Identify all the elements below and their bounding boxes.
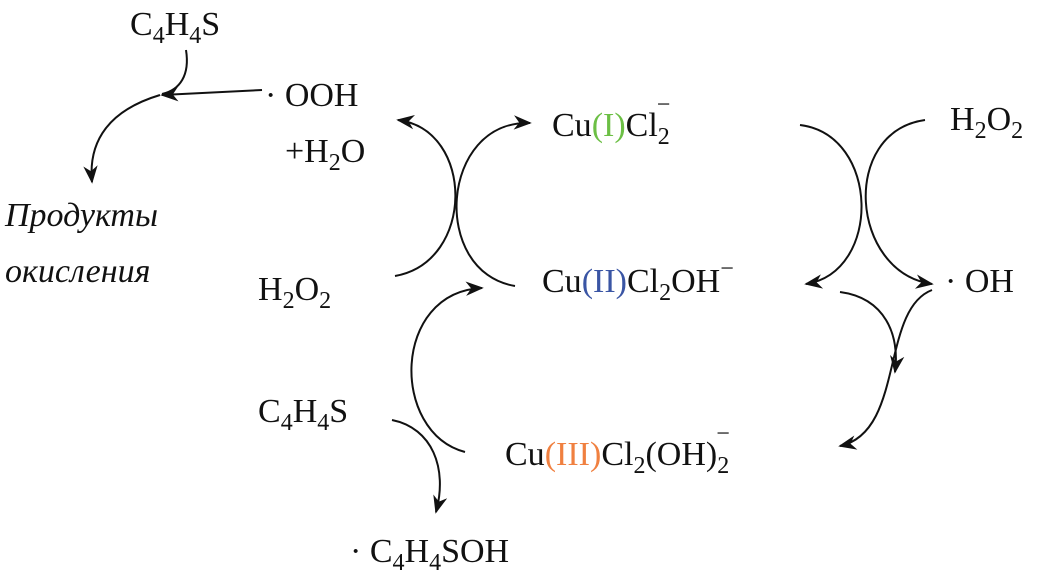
formula-part: 4 <box>281 410 293 436</box>
label-cu1-complex: Cu(I)Cl2 − <box>552 92 670 150</box>
formula-part: SOH <box>441 533 509 570</box>
formula-part: (II) <box>582 263 627 300</box>
formula-part: +H <box>285 133 329 170</box>
arrow-oh-to-cu3 <box>838 289 933 450</box>
formula-part: − <box>720 256 734 282</box>
formula-part: H <box>950 101 975 138</box>
formula-part: 2 <box>283 288 295 314</box>
arrow-h2o2-to-oh <box>864 119 934 289</box>
formula-part: · OH <box>945 263 1014 300</box>
formula-part: H <box>293 393 318 430</box>
formula-part: Cu <box>552 107 592 144</box>
formula-part: 4 <box>153 23 165 49</box>
label-h2o2-right: H2O2 <box>950 101 1023 144</box>
formula-part: − <box>716 421 730 447</box>
formula-part: Cl <box>601 436 633 473</box>
arrow-ooh-attack <box>160 86 263 102</box>
formula-part: C <box>130 6 153 43</box>
formula-part: O <box>341 133 366 170</box>
formula-part: 2 <box>975 118 987 144</box>
formula-part: H <box>405 533 430 570</box>
formula-part: · OOH <box>265 77 358 114</box>
formula-part: O <box>987 101 1012 138</box>
formula-part: 2 <box>717 453 729 479</box>
label-cu3-complex: Cu(III)Cl2(OH)2− <box>505 421 730 479</box>
formula-part: Cl <box>627 263 659 300</box>
formula-part: 2 <box>658 124 670 150</box>
arrow-cu2-to-cu1 <box>455 115 532 287</box>
label-products-line1: Продукты <box>4 197 158 234</box>
formula-part: 2 <box>1011 118 1023 144</box>
label-h2o2-left: H2O2 <box>258 271 331 314</box>
arrow-cu3-to-cu2 <box>410 281 484 453</box>
label-c4h4soh-radical: · C4H4SOH <box>350 533 509 576</box>
formula-part: 2 <box>659 280 671 306</box>
arrow-cu2-to-oh-join <box>839 291 905 374</box>
arrow-to-products <box>83 94 161 184</box>
formula-part: (I) <box>592 107 626 144</box>
formula-part: 2 <box>329 150 341 176</box>
formula-part: 4 <box>189 23 201 49</box>
formula-part: Cu <box>505 436 545 473</box>
formula-part: (OH) <box>645 436 717 473</box>
formula-part: Cu <box>542 263 582 300</box>
label-ooh-radical: · OOH <box>265 77 358 114</box>
formula-part: (III) <box>545 436 602 473</box>
formula-part: OH <box>671 263 720 300</box>
formula-part: 4 <box>429 550 441 576</box>
label-oh-radical: · OH <box>945 263 1014 300</box>
formula-part: Cl <box>626 107 658 144</box>
label-thiophene-mid: C4H4S <box>258 393 348 436</box>
formula-part: H <box>165 6 190 43</box>
formula-part: − <box>657 92 671 118</box>
label-plus-water: +H2O <box>285 133 365 176</box>
formula-part: 2 <box>633 453 645 479</box>
arrow-cu1-to-cu2 <box>799 124 863 289</box>
label-thiophene-top: C4H4S <box>130 6 220 49</box>
formula-part: · C <box>350 533 393 570</box>
label-cu2-complex: Cu(II)Cl2OH− <box>542 256 734 306</box>
formula-part: 4 <box>317 410 329 436</box>
arrow-thiophene-to-radical <box>391 419 448 514</box>
formula-part: S <box>201 6 220 43</box>
formula-part: 2 <box>319 288 331 314</box>
label-products-line2: окисления <box>5 253 150 290</box>
formula-part: O <box>295 271 320 308</box>
formula-part: 4 <box>393 550 405 576</box>
arrow-h2o2-to-water <box>394 114 457 277</box>
formula-part: C <box>258 393 281 430</box>
formula-part: H <box>258 271 283 308</box>
formula-part: S <box>329 393 348 430</box>
arrow-thiophene-top <box>161 49 188 95</box>
